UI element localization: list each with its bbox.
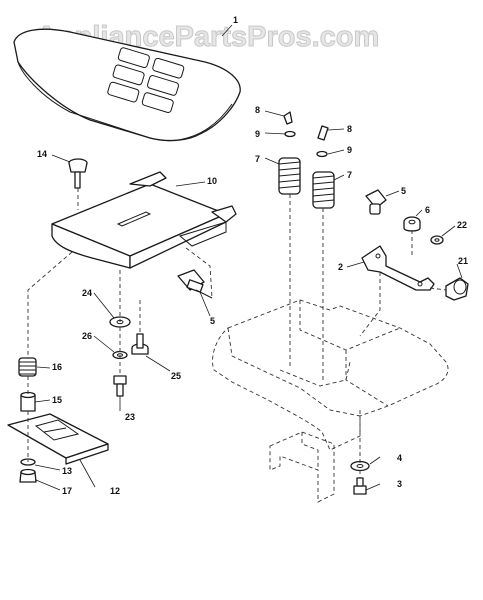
callout-23: 23 — [125, 412, 135, 422]
callout-7-right: 7 — [347, 170, 352, 180]
spring-part-7-right — [312, 171, 335, 209]
assembly-center-lines — [27, 188, 447, 478]
spring-part-7-left — [278, 157, 301, 195]
washer-part-22 — [430, 235, 444, 245]
bolt-part-3 — [353, 477, 367, 495]
leader-lines — [34, 24, 463, 491]
callout-1: 1 — [233, 15, 238, 25]
knob-part-14 — [68, 158, 88, 189]
callout-24: 24 — [82, 288, 92, 298]
callout-22: 22 — [457, 220, 467, 230]
callout-17: 17 — [62, 486, 72, 496]
callout-3: 3 — [397, 479, 402, 489]
knob-part-21 — [445, 277, 469, 301]
callout-8-left: 8 — [255, 105, 260, 115]
pin-part-8-left — [283, 111, 293, 125]
bolt-part-23 — [113, 375, 127, 397]
callout-labels: 1 10 14 8 8 9 9 7 7 5 6 22 2 21 5 24 26 … — [37, 15, 468, 496]
callout-12: 12 — [110, 486, 120, 496]
seat-pan-part-10 — [51, 171, 237, 269]
bracket-part-2 — [361, 245, 435, 291]
bushing-part-6 — [403, 216, 421, 232]
callout-6: 6 — [425, 205, 430, 215]
callout-21: 21 — [458, 256, 468, 266]
seat-switch-part-5-left — [177, 269, 213, 299]
callout-9-left: 9 — [255, 129, 260, 139]
nut-part-17 — [19, 468, 37, 483]
callout-16: 16 — [52, 362, 62, 372]
callout-10: 10 — [207, 176, 217, 186]
slide-plate-part-12 — [7, 413, 109, 465]
callout-25: 25 — [171, 371, 181, 381]
callout-15: 15 — [52, 395, 62, 405]
callout-5-right: 5 — [401, 186, 406, 196]
callout-7-left: 7 — [255, 154, 260, 164]
clip-part-9-right — [316, 150, 328, 158]
callout-8-right: 8 — [347, 124, 352, 134]
callout-2: 2 — [338, 262, 343, 272]
bushing-part-15 — [20, 391, 36, 412]
callout-13: 13 — [62, 466, 72, 476]
callout-4: 4 — [397, 453, 402, 463]
spring-part-16 — [18, 357, 37, 377]
seat-part-1 — [13, 28, 241, 142]
seat-switch-part-5-right — [365, 189, 387, 215]
tractor-frame-reference — [212, 299, 449, 503]
callout-9-right: 9 — [347, 145, 352, 155]
bolt-part-25 — [131, 333, 149, 355]
callout-26: 26 — [82, 331, 92, 341]
callout-14: 14 — [37, 149, 47, 159]
clip-part-9-left — [284, 130, 296, 138]
pin-part-8-right — [317, 125, 329, 141]
callout-5-left: 5 — [210, 316, 215, 326]
